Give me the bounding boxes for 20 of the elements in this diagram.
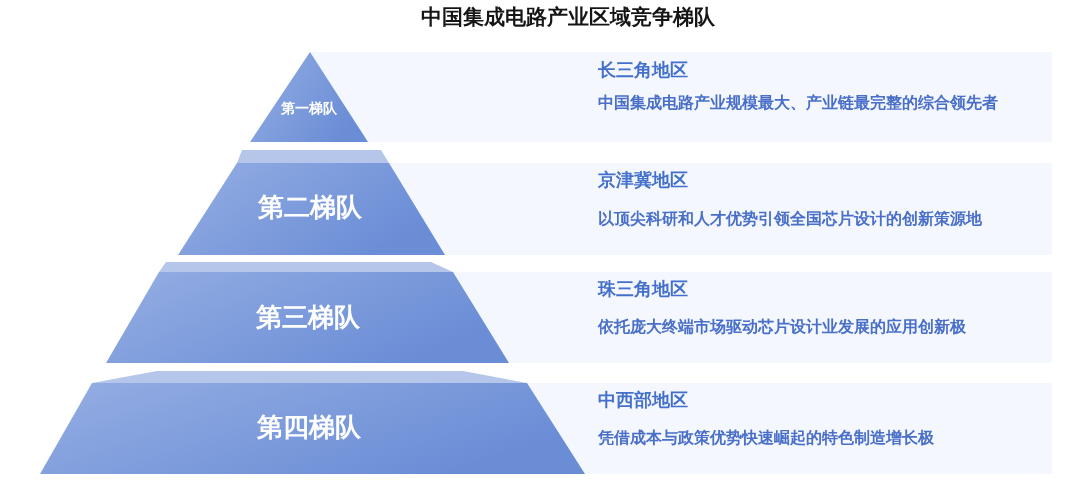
region-description: 依托庞大终端市场驱动芯片设计业发展的应用创新极 — [598, 317, 966, 337]
diagram-title: 中国集成电路产业区域竞争梯队 — [421, 5, 715, 29]
region-description: 凭借成本与政策优势快速崛起的特色制造增长极 — [598, 428, 934, 448]
pyramid-tier — [250, 52, 368, 142]
region-heading: 长三角地区 — [598, 60, 688, 82]
info-band — [310, 52, 1052, 142]
region-description: 中国集成电路产业规模最大、产业链最完整的综合领先者 — [598, 93, 998, 113]
info-band — [388, 163, 1052, 255]
region-heading: 中西部地区 — [598, 390, 688, 412]
pyramid-tier — [178, 150, 445, 255]
tier-label: 第四梯队 — [257, 412, 361, 444]
info-band — [453, 272, 1052, 363]
tier-label: 第一梯队 — [281, 99, 337, 117]
tier-label: 第三梯队 — [256, 302, 360, 334]
region-heading: 珠三角地区 — [598, 279, 688, 301]
pyramid-tier — [40, 371, 585, 474]
region-heading: 京津冀地区 — [598, 170, 688, 192]
tier-label: 第二梯队 — [258, 192, 362, 224]
pyramid-tier — [106, 262, 509, 363]
region-description: 以顶尖科研和人才优势引领全国芯片设计的创新策源地 — [598, 209, 982, 229]
